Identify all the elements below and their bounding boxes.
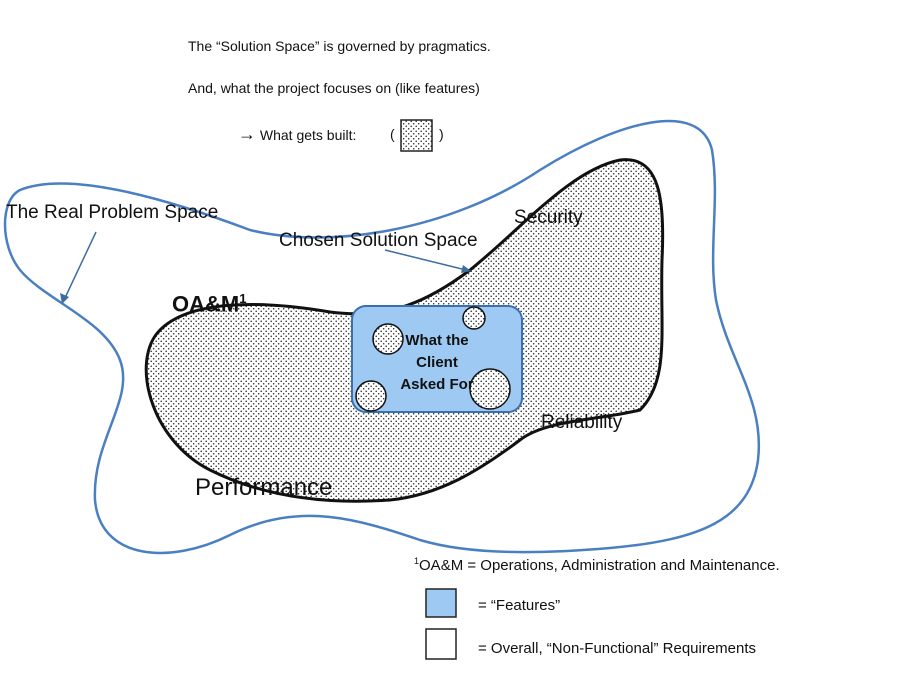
bubble-bottom-left <box>355 380 387 412</box>
oam-label: OA&M1 <box>172 291 247 317</box>
built-swatch <box>400 119 433 152</box>
legend-features-swatch <box>425 588 457 618</box>
intro-line-1: The “Solution Space” is governed by prag… <box>188 38 491 54</box>
bubble-top-left <box>372 323 404 355</box>
performance-label: Performance <box>195 474 333 501</box>
oam-superscript: 1 <box>239 291 247 306</box>
chosen-solution-space-label: Chosen Solution Space <box>279 230 478 251</box>
oam-text: OA&M <box>172 291 240 317</box>
reliability-label: Reliability <box>541 412 623 433</box>
built-open-paren: ( <box>390 126 395 142</box>
bubble-top-right <box>462 306 486 330</box>
client-asked-for-label: What the Client Asked For <box>352 330 522 396</box>
oam-footnote: 1OA&M = Operations, Administration and M… <box>414 556 780 574</box>
legend-nonfunctional-label: = Overall, “Non-Functional” Requirements <box>478 640 757 657</box>
intro-line-3: → What gets built: <box>238 124 356 145</box>
solution-pointer-arrowhead <box>461 265 471 273</box>
client-label-line-3: Asked For <box>400 376 474 393</box>
security-label: Security <box>514 207 583 228</box>
legend-features-label: = “Features” <box>478 597 561 614</box>
client-label-line-1: What the <box>405 332 469 349</box>
legend-nonfunctional-swatch <box>425 628 457 660</box>
bubble-bottom-right <box>469 368 511 410</box>
real-problem-space-label: The Real Problem Space <box>6 202 219 223</box>
arrow-right-icon: → <box>238 124 256 144</box>
real-problem-pointer-line <box>63 231 97 301</box>
intro-line-2: And, what the project focuses on (like f… <box>188 80 480 96</box>
footnote-text: OA&M = Operations, Administration and Ma… <box>419 557 780 574</box>
solution-pointer-line <box>384 249 467 271</box>
what-gets-built-label: What gets built: <box>259 127 357 143</box>
real-problem-pointer-arrowhead <box>60 293 69 304</box>
real-problem-space-outline <box>3 119 761 555</box>
client-label-line-2: Client <box>416 354 458 371</box>
built-close-paren: ) <box>439 126 444 142</box>
footnote-superscript: 1 <box>414 556 420 566</box>
